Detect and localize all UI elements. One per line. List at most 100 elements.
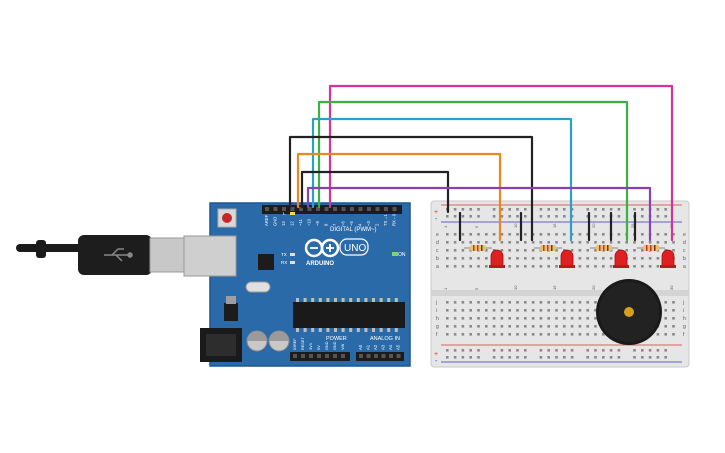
rail-hole[interactable] (563, 356, 566, 359)
rail-hole[interactable] (508, 349, 511, 352)
breadboard-hole[interactable] (672, 325, 675, 328)
breadboard-hole[interactable] (469, 265, 472, 268)
breadboard-hole[interactable] (461, 301, 465, 304)
rail-hole[interactable] (563, 215, 566, 218)
breadboard-hole[interactable] (570, 249, 574, 252)
breadboard-hole[interactable] (500, 317, 504, 320)
breadboard-hole[interactable] (594, 249, 597, 252)
breadboard-hole[interactable] (531, 333, 535, 336)
breadboard-hole[interactable] (586, 309, 589, 312)
breadboard-hole[interactable] (500, 333, 504, 336)
breadboard-hole[interactable] (461, 309, 465, 312)
breadboard-hole[interactable] (477, 325, 480, 328)
breadboard-hole[interactable] (539, 317, 543, 320)
rail-hole[interactable] (516, 356, 519, 359)
header-pin[interactable] (265, 207, 269, 211)
header-pin[interactable] (307, 207, 312, 211)
breadboard-hole[interactable] (602, 241, 605, 244)
rail-hole[interactable] (586, 356, 589, 359)
rail-hole[interactable] (453, 215, 457, 218)
breadboard-hole[interactable] (531, 249, 535, 252)
breadboard-hole[interactable] (469, 333, 472, 336)
rail-hole[interactable] (524, 349, 527, 352)
rail-hole[interactable] (602, 349, 605, 352)
header-pin[interactable] (316, 207, 320, 211)
breadboard-hole[interactable] (508, 317, 511, 320)
power-pin[interactable] (309, 354, 313, 358)
breadboard-hole[interactable] (461, 241, 465, 244)
breadboard-hole[interactable] (570, 325, 574, 328)
rail-hole[interactable] (547, 349, 550, 352)
breadboard-hole[interactable] (508, 257, 511, 260)
breadboard-hole[interactable] (609, 265, 613, 268)
rail-hole[interactable] (500, 208, 504, 211)
header-pin[interactable] (341, 207, 346, 211)
breadboard-hole[interactable] (547, 301, 550, 304)
rail-hole[interactable] (617, 215, 621, 218)
breadboard-hole[interactable] (531, 265, 535, 268)
rail-hole[interactable] (648, 356, 652, 359)
breadboard-hole[interactable] (477, 309, 480, 312)
breadboard-hole[interactable] (524, 301, 527, 304)
breadboard-hole[interactable] (461, 233, 465, 236)
breadboard-hole[interactable] (547, 309, 550, 312)
rail-hole[interactable] (547, 208, 550, 211)
resistor-1[interactable] (464, 245, 492, 251)
breadboard-hole[interactable] (586, 241, 589, 244)
wire-orange[interactable] (296, 152, 502, 242)
breadboard-hole[interactable] (578, 257, 582, 260)
breadboard-hole[interactable] (446, 309, 449, 312)
breadboard-hole[interactable] (524, 325, 527, 328)
breadboard-hole[interactable] (508, 233, 511, 236)
rail-hole[interactable] (500, 215, 504, 218)
rail-hole[interactable] (648, 349, 652, 352)
breadboard-hole[interactable] (586, 265, 589, 268)
breadboard-hole[interactable] (516, 257, 519, 260)
breadboard-hole[interactable] (555, 301, 558, 304)
breadboard-hole[interactable] (508, 309, 511, 312)
rail-hole[interactable] (446, 215, 449, 218)
breadboard-hole[interactable] (492, 325, 496, 328)
rail-hole[interactable] (641, 208, 644, 211)
breadboard-hole[interactable] (500, 309, 504, 312)
rail-hole[interactable] (570, 356, 574, 359)
breadboard-hole[interactable] (508, 325, 511, 328)
analog-pin[interactable] (366, 354, 371, 358)
breadboard-hole[interactable] (531, 301, 535, 304)
breadboard-hole[interactable] (672, 241, 675, 244)
breadboard-hole[interactable] (461, 265, 465, 268)
led-2[interactable] (559, 249, 575, 268)
rail-hole[interactable] (563, 208, 566, 211)
header-pin[interactable] (282, 207, 286, 211)
analog-pin[interactable] (359, 354, 363, 358)
breadboard-hole[interactable] (672, 233, 675, 236)
rail-hole[interactable] (555, 208, 558, 211)
rail-hole[interactable] (539, 215, 543, 218)
breadboard-hole[interactable] (524, 317, 527, 320)
rail-hole[interactable] (664, 349, 667, 352)
breadboard-hole[interactable] (469, 241, 472, 244)
rail-hole[interactable] (617, 349, 621, 352)
breadboard-hole[interactable] (547, 241, 550, 244)
breadboard-hole[interactable] (453, 265, 457, 268)
breadboard-hole[interactable] (453, 333, 457, 336)
breadboard-hole[interactable] (578, 317, 582, 320)
breadboard-hole[interactable] (570, 309, 574, 312)
rail-hole[interactable] (633, 356, 636, 359)
resistor-2[interactable] (534, 245, 562, 251)
rail-hole[interactable] (524, 356, 527, 359)
rail-hole[interactable] (524, 215, 527, 218)
header-pin[interactable] (324, 207, 329, 211)
rail-hole[interactable] (453, 349, 457, 352)
breadboard-hole[interactable] (477, 333, 480, 336)
breadboard-hole[interactable] (485, 301, 488, 304)
rail-hole[interactable] (656, 208, 660, 211)
breadboard-hole[interactable] (492, 317, 496, 320)
breadboard-hole[interactable] (617, 233, 621, 236)
power-pin[interactable] (317, 354, 321, 358)
led-4[interactable] (660, 249, 676, 268)
breadboard-hole[interactable] (453, 325, 457, 328)
breadboard-hole[interactable] (446, 241, 449, 244)
breadboard-hole[interactable] (625, 249, 628, 252)
